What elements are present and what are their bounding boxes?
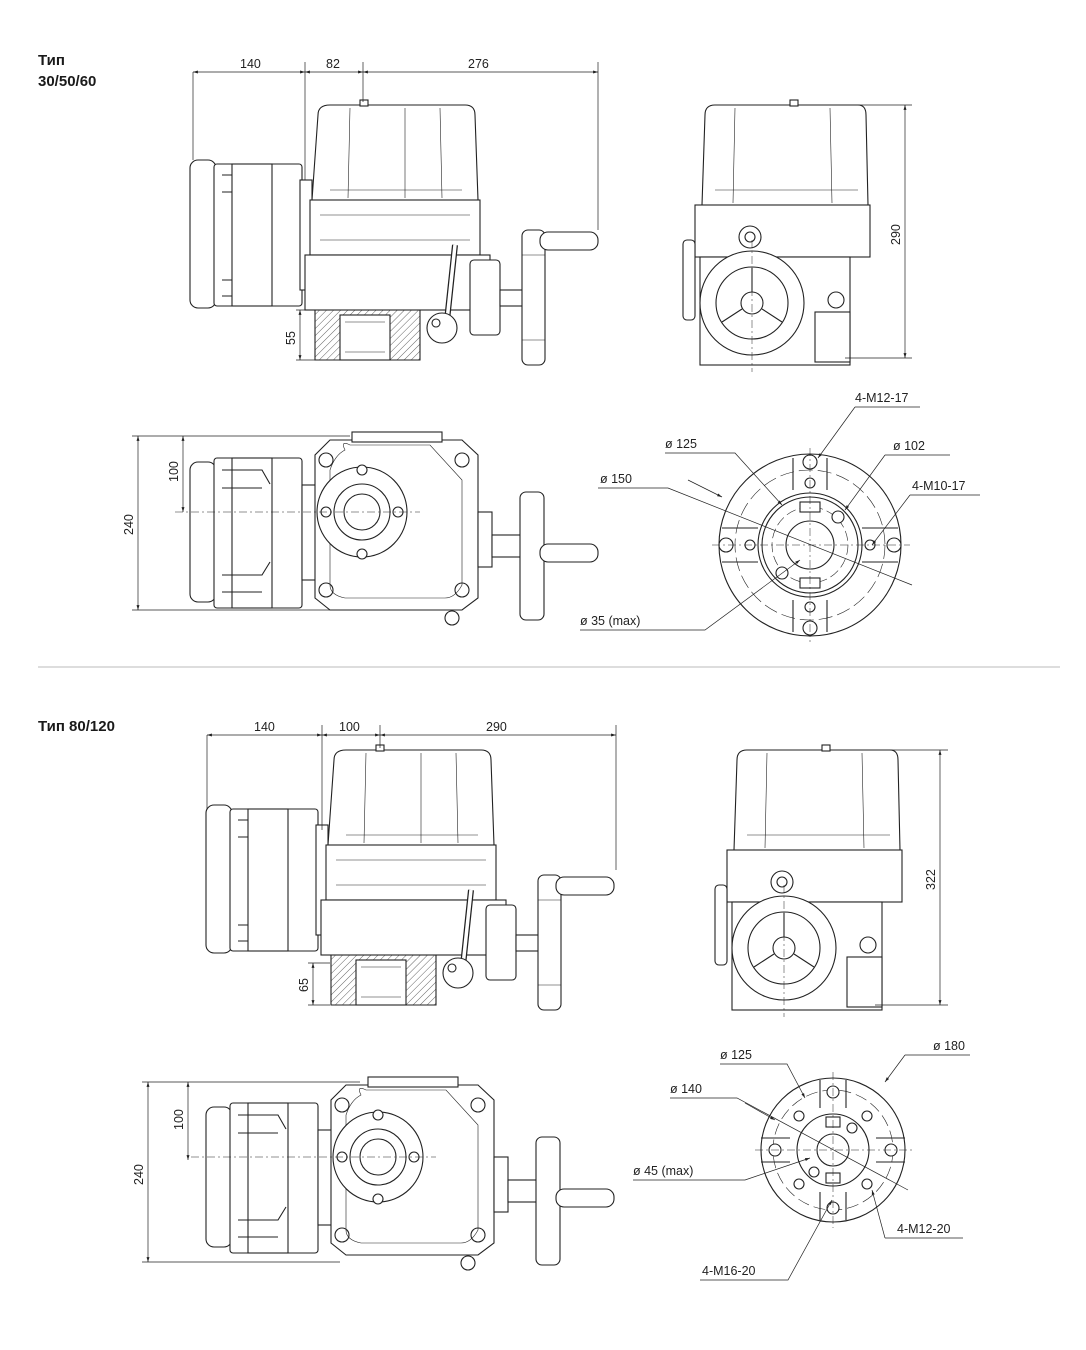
- label-d35-max: ø 35 (max): [580, 614, 640, 628]
- dim-290: 290: [889, 224, 903, 245]
- flange-view-type-30: 4-M12-17 ø 125 ø 102 ø 150 4-M10-17 ø 35…: [580, 391, 980, 642]
- dim-140: 140: [240, 57, 261, 71]
- top-view-type-30: [174, 431, 599, 626]
- top-dimensions-type-30: 100 240: [122, 435, 350, 611]
- label-4-m12-20: 4-M12-20: [897, 1222, 951, 1236]
- label-d180: ø 180: [933, 1039, 965, 1053]
- front-dimensions-type-30: 290: [830, 104, 912, 359]
- title-line-1: Тип: [38, 52, 65, 69]
- front-view-type-80: [714, 744, 903, 1018]
- dim-100: 100: [167, 461, 181, 482]
- side-view-type-80: [206, 745, 614, 1010]
- section-title-type-80-120: Тип 80/120: [38, 718, 115, 735]
- flange-view-type-80: ø 125 ø 180 ø 140 ø 45 (max) 4-M12-20 4-…: [633, 1039, 970, 1281]
- dim-100: 100: [172, 1109, 186, 1130]
- dim-290: 290: [486, 720, 507, 734]
- label-d125: ø 125: [665, 437, 697, 451]
- title-line-2: 30/50/60: [38, 73, 97, 90]
- section-title-type-30-50-60: Тип 30/50/60: [38, 50, 96, 92]
- side-dimensions-type-80: 140 100 290 65: [206, 720, 617, 1006]
- label-4-m16-20: 4-M16-20: [702, 1264, 756, 1278]
- dim-65: 65: [297, 978, 311, 992]
- dim-240: 240: [122, 514, 136, 535]
- label-d125: ø 125: [720, 1048, 752, 1062]
- label-d102: ø 102: [893, 439, 925, 453]
- front-dimensions-type-80: 322: [860, 749, 948, 1006]
- dim-276: 276: [468, 57, 489, 71]
- side-view-type-30: [190, 100, 598, 365]
- dim-140: 140: [254, 720, 275, 734]
- front-view-type-30: [682, 99, 871, 373]
- label-d140: ø 140: [670, 1082, 702, 1096]
- label-4-m12-17: 4-M12-17: [855, 391, 909, 405]
- dim-82: 82: [326, 57, 340, 71]
- label-4-m10-17: 4-M10-17: [912, 479, 966, 493]
- label-d150: ø 150: [600, 472, 632, 486]
- dim-240: 240: [132, 1164, 146, 1185]
- dim-100: 100: [339, 720, 360, 734]
- dim-322: 322: [924, 869, 938, 890]
- top-view-type-80: [190, 1076, 615, 1271]
- side-dimensions-type-30: 140 82 276 55: [192, 57, 599, 361]
- top-dimensions-type-80: 100 240: [132, 1081, 360, 1263]
- dim-55: 55: [284, 331, 298, 345]
- label-d45-max: ø 45 (max): [633, 1164, 693, 1178]
